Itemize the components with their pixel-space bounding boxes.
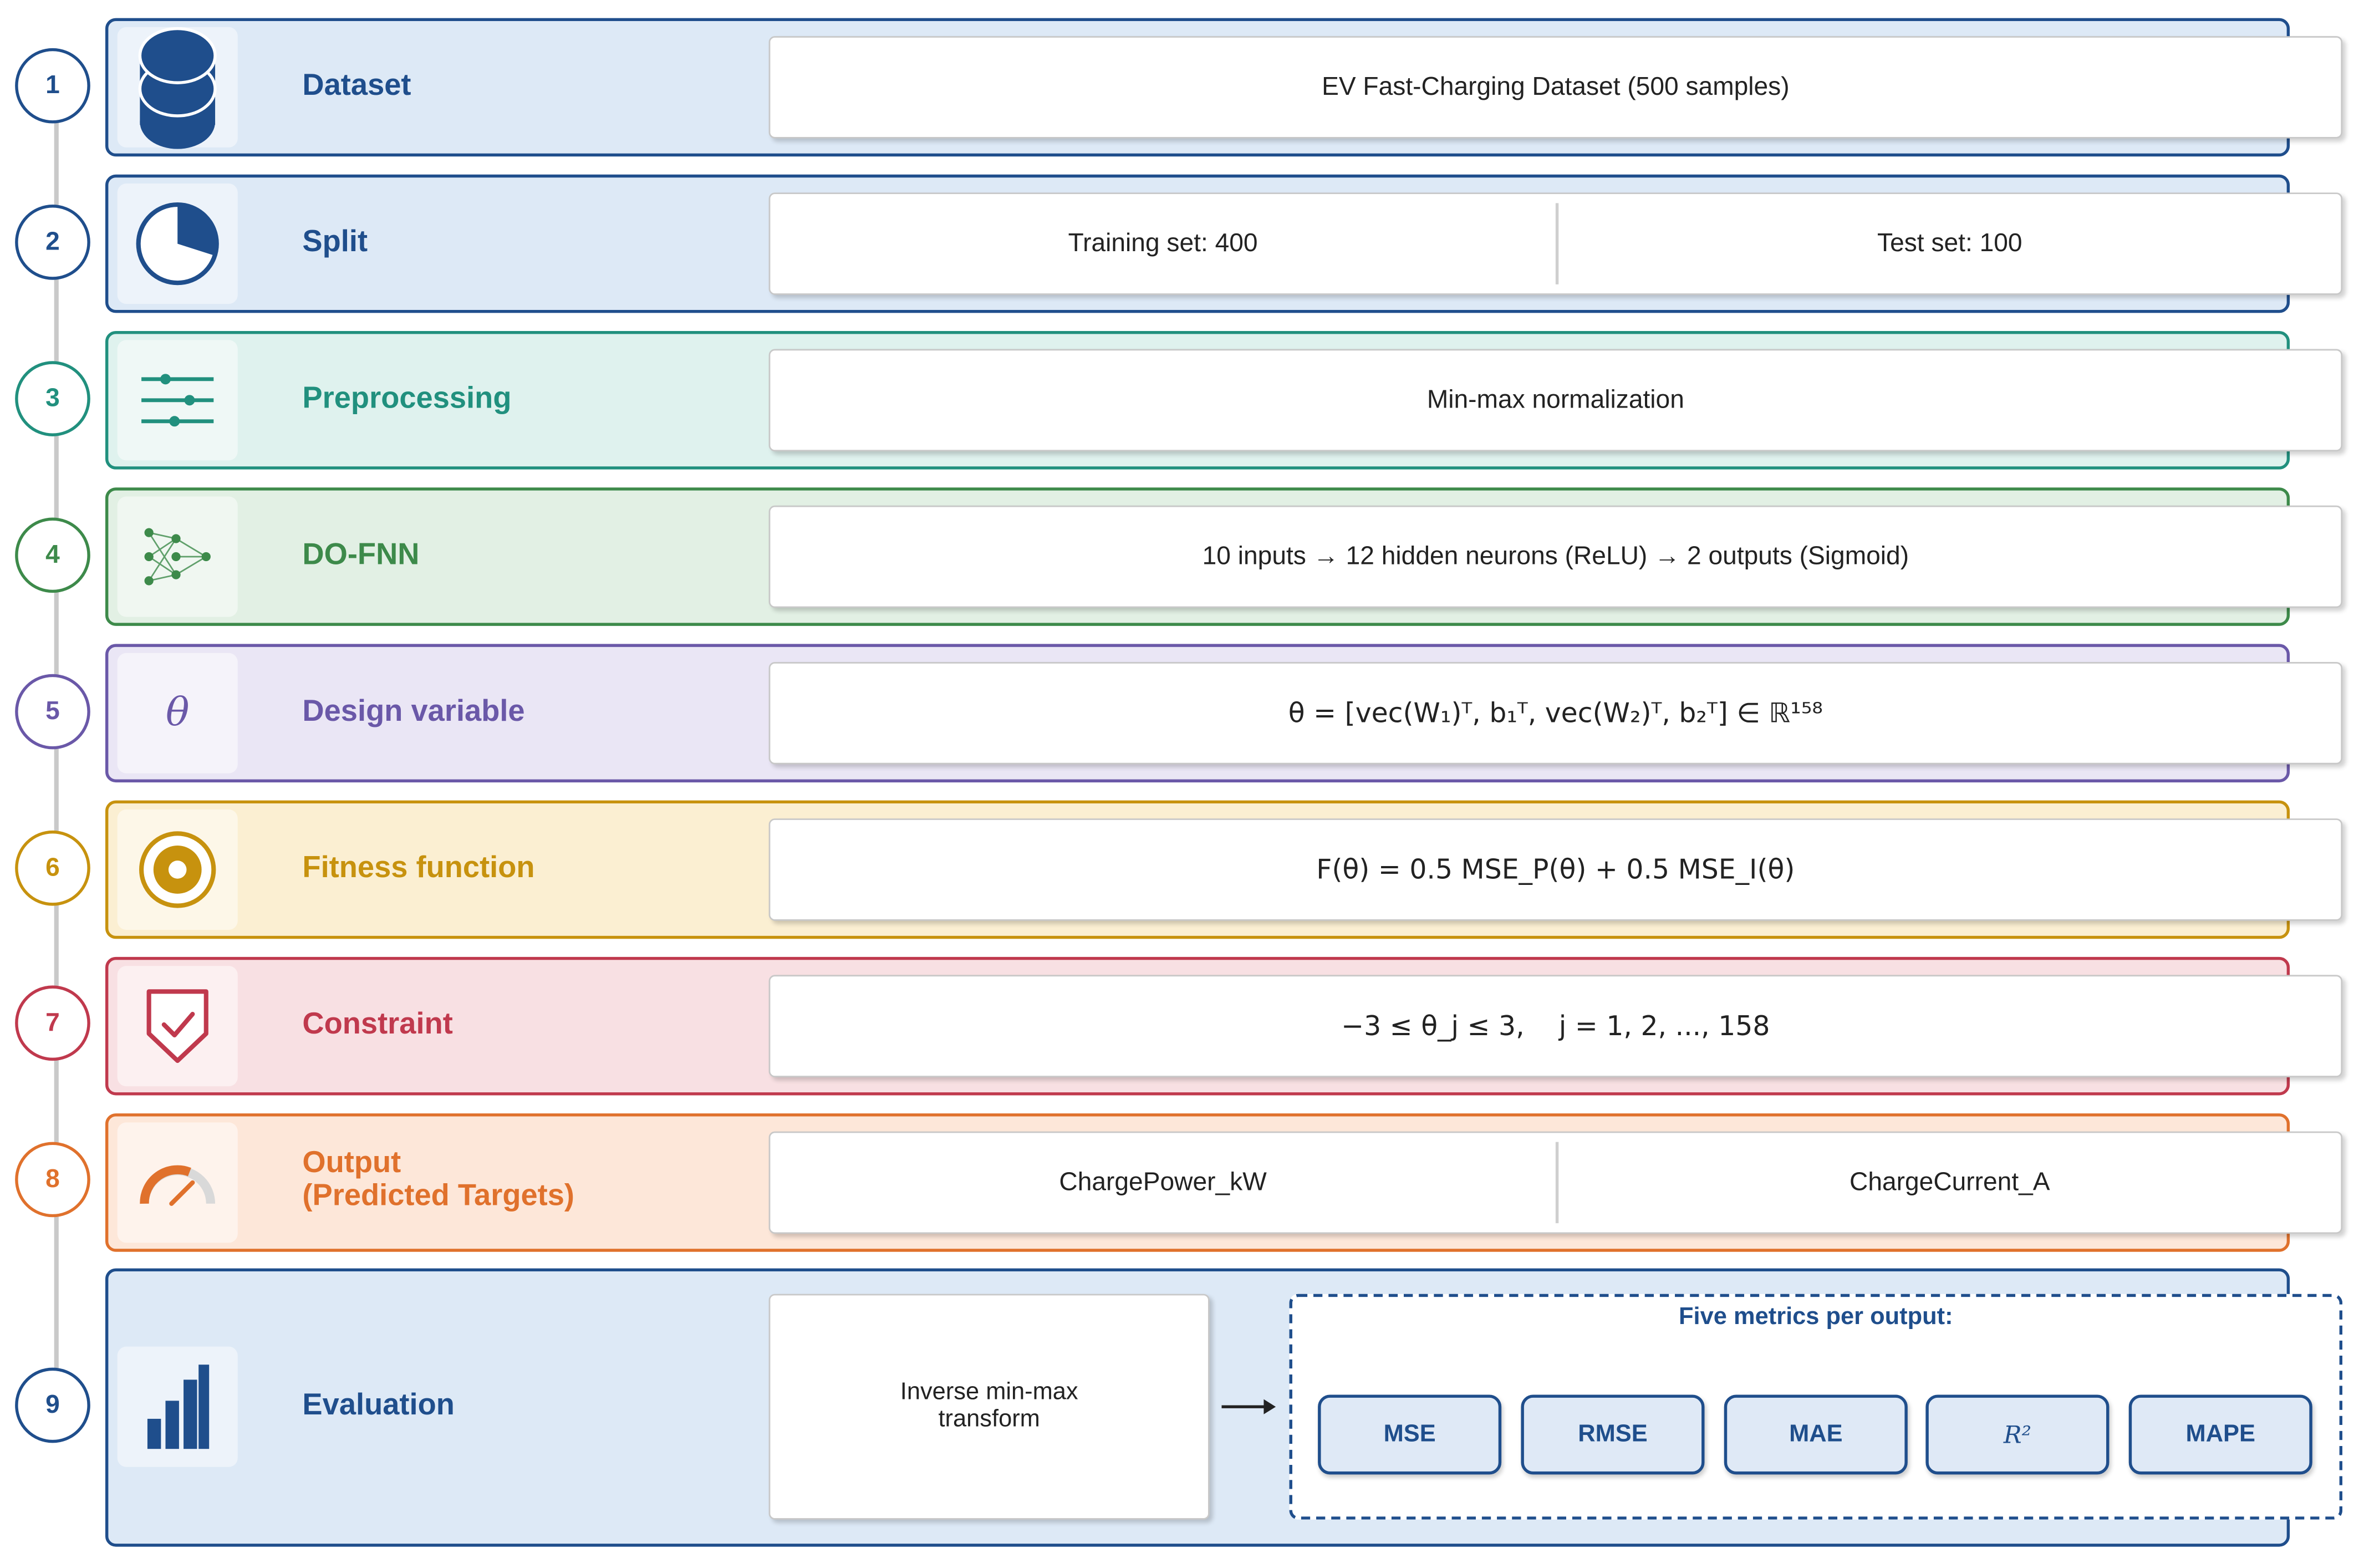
charge-current-text: ChargeCurrent_A [1850, 1167, 2050, 1197]
step-number-3: 3 [15, 361, 90, 436]
step-label-split: Split [302, 226, 368, 259]
metric-rmse: RMSE [1521, 1394, 1705, 1475]
split-divider [1555, 203, 1558, 284]
step-number-2: 2 [15, 205, 90, 280]
split-panel: Training set: 400 Test set: 100 [768, 192, 2343, 295]
gauge-icon [117, 1122, 238, 1243]
inverse-transform-line2: transform [938, 1407, 1040, 1433]
step-label-do-fnn: DO-FNN [302, 538, 420, 572]
database-icon [117, 27, 238, 149]
pie-chart-icon [117, 184, 238, 304]
step-number-7: 7 [15, 985, 90, 1061]
dataset-text: EV Fast-Charging Dataset (500 samples) [1322, 72, 1790, 101]
neural-network-icon [117, 496, 238, 617]
target-icon [117, 809, 238, 930]
step-label-fitness-function: Fitness function [302, 851, 535, 885]
fitness-function-panel: F(θ) = 0.5 MSE_P(θ) + 0.5 MSE_I(θ) [768, 818, 2343, 921]
bar-chart-icon [117, 1346, 238, 1467]
output-label-line1: Output [302, 1146, 401, 1180]
output-divider [1555, 1142, 1558, 1224]
constraint-panel: −3 ≤ θ_j ≤ 3, j = 1, 2, ..., 158 [768, 975, 2343, 1077]
design-variable-panel: θ = [vec(W₁)ᵀ, b₁ᵀ, vec(W₂)ᵀ, b₂ᵀ] ∈ ℝ¹⁵… [768, 661, 2343, 765]
step-label-preprocessing: Preprocessing [302, 382, 512, 415]
step-label-constraint: Constraint [302, 1008, 453, 1041]
dataset-panel: EV Fast-Charging Dataset (500 samples) [768, 36, 2343, 139]
metric-mae: MAE [1724, 1394, 1908, 1475]
theta-icon: θ [117, 653, 238, 773]
output-panel: ChargePower_kW ChargeCurrent_A [768, 1131, 2343, 1234]
metric-mse: MSE [1318, 1394, 1502, 1475]
arrow-right-icon [1221, 1399, 1276, 1414]
charge-power-text: ChargePower_kW [1059, 1167, 1267, 1197]
step-label-output: Output (Predicted Targets) [302, 1147, 574, 1213]
inverse-transform-line1: Inverse min-max [900, 1379, 1078, 1406]
step-number-9: 9 [15, 1367, 90, 1443]
step-number-5: 5 [15, 674, 90, 750]
constraint-formula: −3 ≤ θ_j ≤ 3, j = 1, 2, ..., 158 [1341, 1010, 1770, 1042]
step-label-dataset: Dataset [302, 69, 411, 103]
preprocessing-text: Min-max normalization [1426, 385, 1684, 414]
step-number-4: 4 [15, 517, 90, 593]
step-label-evaluation: Evaluation [302, 1388, 455, 1422]
do-fnn-architecture-text: 10 inputs → 12 hidden neurons (ReLU) → 2… [1202, 541, 1909, 571]
shield-check-icon [117, 966, 238, 1087]
step-number-8: 8 [15, 1142, 90, 1218]
training-set-text: Training set: 400 [1068, 228, 1258, 258]
design-variable-formula: θ = [vec(W₁)ᵀ, b₁ᵀ, vec(W₂)ᵀ, b₂ᵀ] ∈ ℝ¹⁵… [1288, 697, 1823, 729]
step-label-design-variable: Design variable [302, 695, 525, 729]
metric-r-squared: R² [1925, 1394, 2110, 1475]
sliders-icon [117, 340, 238, 461]
output-label-line2: (Predicted Targets) [302, 1179, 575, 1213]
step-number-1: 1 [15, 48, 90, 124]
do-fnn-panel: 10 inputs → 12 hidden neurons (ReLU) → 2… [768, 505, 2343, 608]
metric-mape: MAPE [2128, 1394, 2312, 1475]
test-set-text: Test set: 100 [1877, 228, 2022, 258]
theta-symbol: θ [165, 690, 190, 736]
metrics-title: Five metrics per output: [1679, 1304, 1953, 1330]
fitness-function-formula: F(θ) = 0.5 MSE_P(θ) + 0.5 MSE_I(θ) [1316, 853, 1795, 885]
inverse-transform-panel: Inverse min-max transform [768, 1294, 1210, 1520]
preprocessing-panel: Min-max normalization [768, 349, 2343, 452]
step-number-6: 6 [15, 830, 90, 906]
